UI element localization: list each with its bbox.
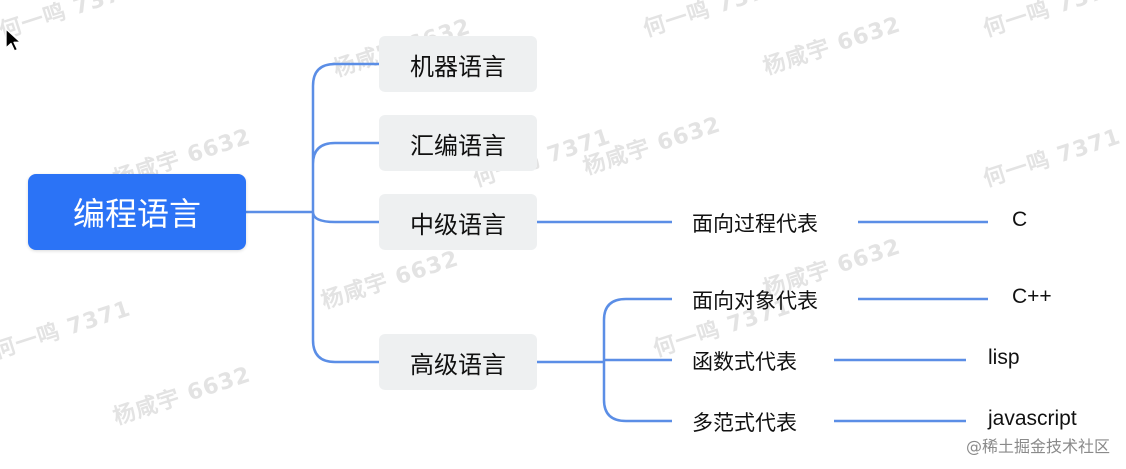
root-node-label: 编程语言 — [72, 195, 201, 233]
source-credit: @稀土掘金技术社区 — [965, 437, 1110, 456]
node-label: 高级语言 — [410, 350, 506, 379]
node-label: 汇编语言 — [410, 131, 506, 160]
node-c[interactable]: C — [1012, 208, 1028, 231]
node-mid-level-language[interactable]: 中级语言 — [379, 194, 537, 250]
node-functional-representative[interactable]: 函数式代表 — [692, 350, 797, 374]
node-oop-representative[interactable]: 面向对象代表 — [692, 289, 818, 313]
node-multiparadigm-representative[interactable]: 多范式代表 — [692, 411, 797, 435]
node-javascript[interactable]: javascript — [988, 407, 1077, 430]
mouse-cursor-icon — [5, 28, 22, 52]
node-label: 机器语言 — [410, 52, 506, 81]
root-node[interactable]: 编程语言 — [28, 174, 246, 250]
connector-trunk-vertical — [311, 62, 379, 364]
node-lisp[interactable]: lisp — [988, 346, 1020, 369]
node-assembly-language[interactable]: 汇编语言 — [379, 115, 537, 171]
connector-high-branch — [537, 297, 672, 423]
node-label: 中级语言 — [410, 210, 506, 239]
node-high-level-language[interactable]: 高级语言 — [379, 334, 537, 390]
node-cpp[interactable]: C++ — [1012, 285, 1052, 308]
node-machine-language[interactable]: 机器语言 — [379, 36, 537, 92]
node-procedural-representative[interactable]: 面向过程代表 — [692, 212, 818, 236]
